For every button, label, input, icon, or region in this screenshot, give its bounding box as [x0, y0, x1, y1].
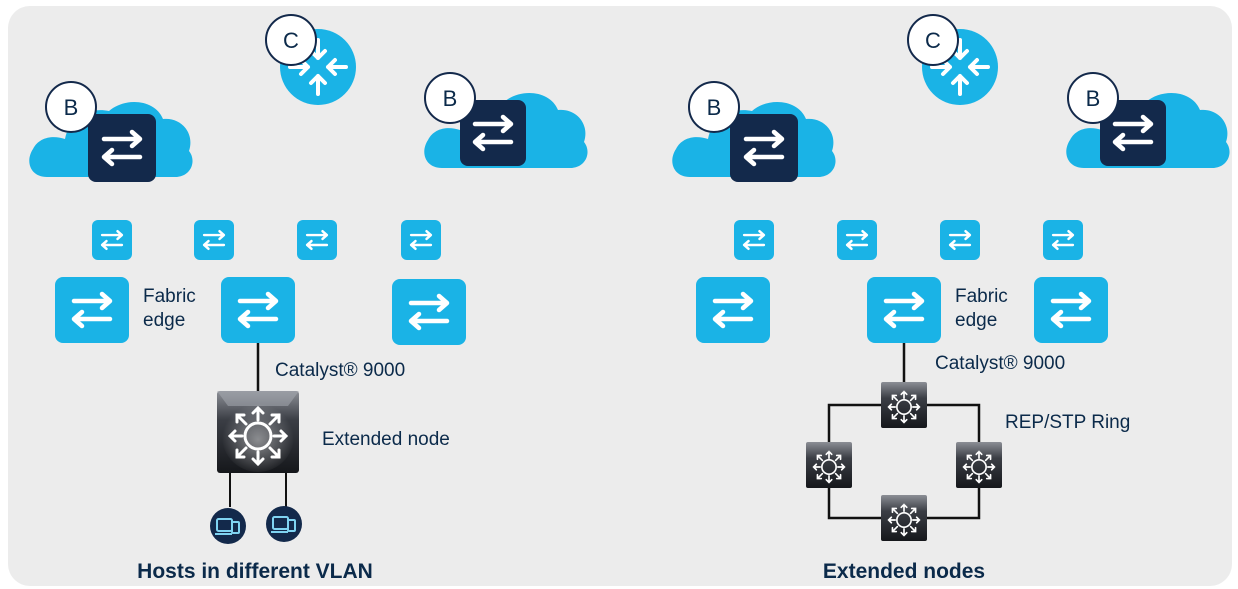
border-node-cloud-icon	[672, 101, 836, 182]
fabric-switch-icon	[297, 220, 337, 260]
border-badge-label: B	[707, 95, 722, 120]
fabric-edge-switch-icon	[867, 277, 941, 343]
border-node-cloud-icon	[1066, 92, 1230, 168]
host-icon	[209, 507, 247, 545]
catalyst-label: Catalyst® 9000	[275, 360, 405, 381]
fabric-edge-switch-icon	[392, 279, 466, 345]
border-badge: B	[424, 72, 476, 124]
fabric-edge-label: Fabric	[143, 286, 196, 307]
control-badge-label: C	[925, 28, 941, 53]
border-badge-label: B	[1086, 86, 1101, 111]
right-diagram: B B C	[672, 14, 1230, 583]
fabric-edge-label: edge	[143, 310, 185, 331]
ring-label: REP/STP Ring	[1005, 412, 1130, 433]
border-badge-label: B	[443, 86, 458, 111]
left-diagram: B B C	[29, 14, 588, 583]
fabric-edge-switch-icon	[55, 277, 129, 343]
fabric-edge-switch-icon	[1034, 277, 1108, 343]
left-caption: Hosts in different VLAN	[137, 560, 373, 583]
panel-background	[8, 6, 1232, 586]
control-badge: C	[907, 14, 959, 66]
extended-node-icon	[881, 495, 927, 541]
fabric-switch-icon	[837, 220, 877, 260]
extended-node-icon	[806, 442, 852, 488]
fabric-edge-switch-icon	[221, 277, 295, 343]
extended-node-label: Extended node	[322, 429, 450, 450]
right-caption: Extended nodes	[823, 560, 985, 583]
control-badge-label: C	[283, 28, 299, 53]
extended-node-icon	[217, 391, 299, 473]
catalyst-label: Catalyst® 9000	[935, 353, 1065, 374]
fabric-switch-icon	[734, 220, 774, 260]
border-badge: B	[688, 81, 740, 133]
host-icon	[265, 505, 303, 543]
border-badge: B	[45, 81, 97, 133]
fabric-switch-icon	[1043, 220, 1083, 260]
control-badge: C	[265, 14, 317, 66]
extended-node-icon	[956, 442, 1002, 488]
fabric-edge-label: Fabric	[955, 286, 1008, 307]
fabric-switch-icon	[194, 220, 234, 260]
border-badge: B	[1067, 72, 1119, 124]
fabric-switch-icon	[92, 220, 132, 260]
fabric-edge-label: edge	[955, 310, 997, 331]
border-node-cloud-icon	[424, 92, 588, 168]
fabric-switch-icon	[401, 220, 441, 260]
border-node-cloud-icon	[29, 101, 193, 182]
border-badge-label: B	[64, 95, 79, 120]
fabric-switch-icon	[940, 220, 980, 260]
fabric-edge-switch-icon	[696, 277, 770, 343]
extended-node-icon	[881, 382, 927, 428]
